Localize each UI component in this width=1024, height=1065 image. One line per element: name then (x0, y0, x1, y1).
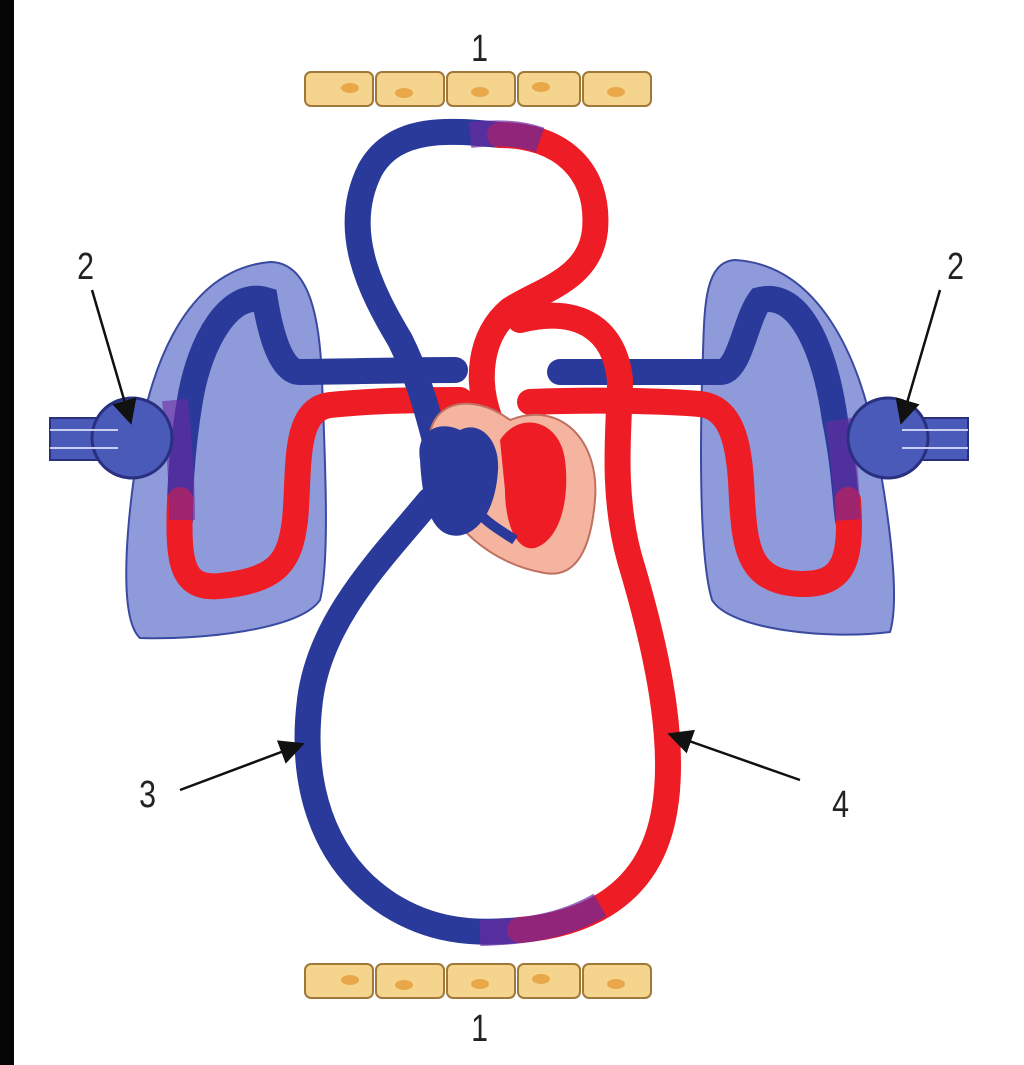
alveolus-right (846, 396, 969, 480)
label-artery: 4 (832, 784, 850, 826)
cell (375, 963, 445, 999)
left-border (0, 0, 14, 1065)
systemic-lower-vein (294, 487, 533, 945)
tissue-cells-top (304, 71, 652, 107)
label-cells-bottom: 1 (471, 1008, 489, 1050)
label-cells-top: 1 (471, 28, 489, 70)
pulmonary-vein-left (166, 387, 473, 600)
tissue-cells-bottom (304, 963, 652, 999)
label-vein: 3 (139, 774, 157, 816)
cell (375, 71, 445, 107)
systemic-upper-vein (344, 118, 513, 473)
alveolus-left (49, 396, 174, 480)
pointer-vein (179, 740, 305, 792)
pulmonary-vein-right (517, 387, 862, 597)
label-alveolus-left: 2 (77, 246, 95, 288)
label-alveolus-right: 2 (947, 246, 965, 288)
systemic-lower-artery (507, 302, 682, 943)
heart (419, 402, 597, 575)
systemic-upper-artery (468, 122, 609, 433)
cell (304, 71, 374, 107)
pointer-artery (667, 729, 801, 782)
pointer-alveolus-left (90, 289, 137, 425)
cell (304, 963, 374, 999)
pointer-alveolus-right (895, 289, 942, 425)
